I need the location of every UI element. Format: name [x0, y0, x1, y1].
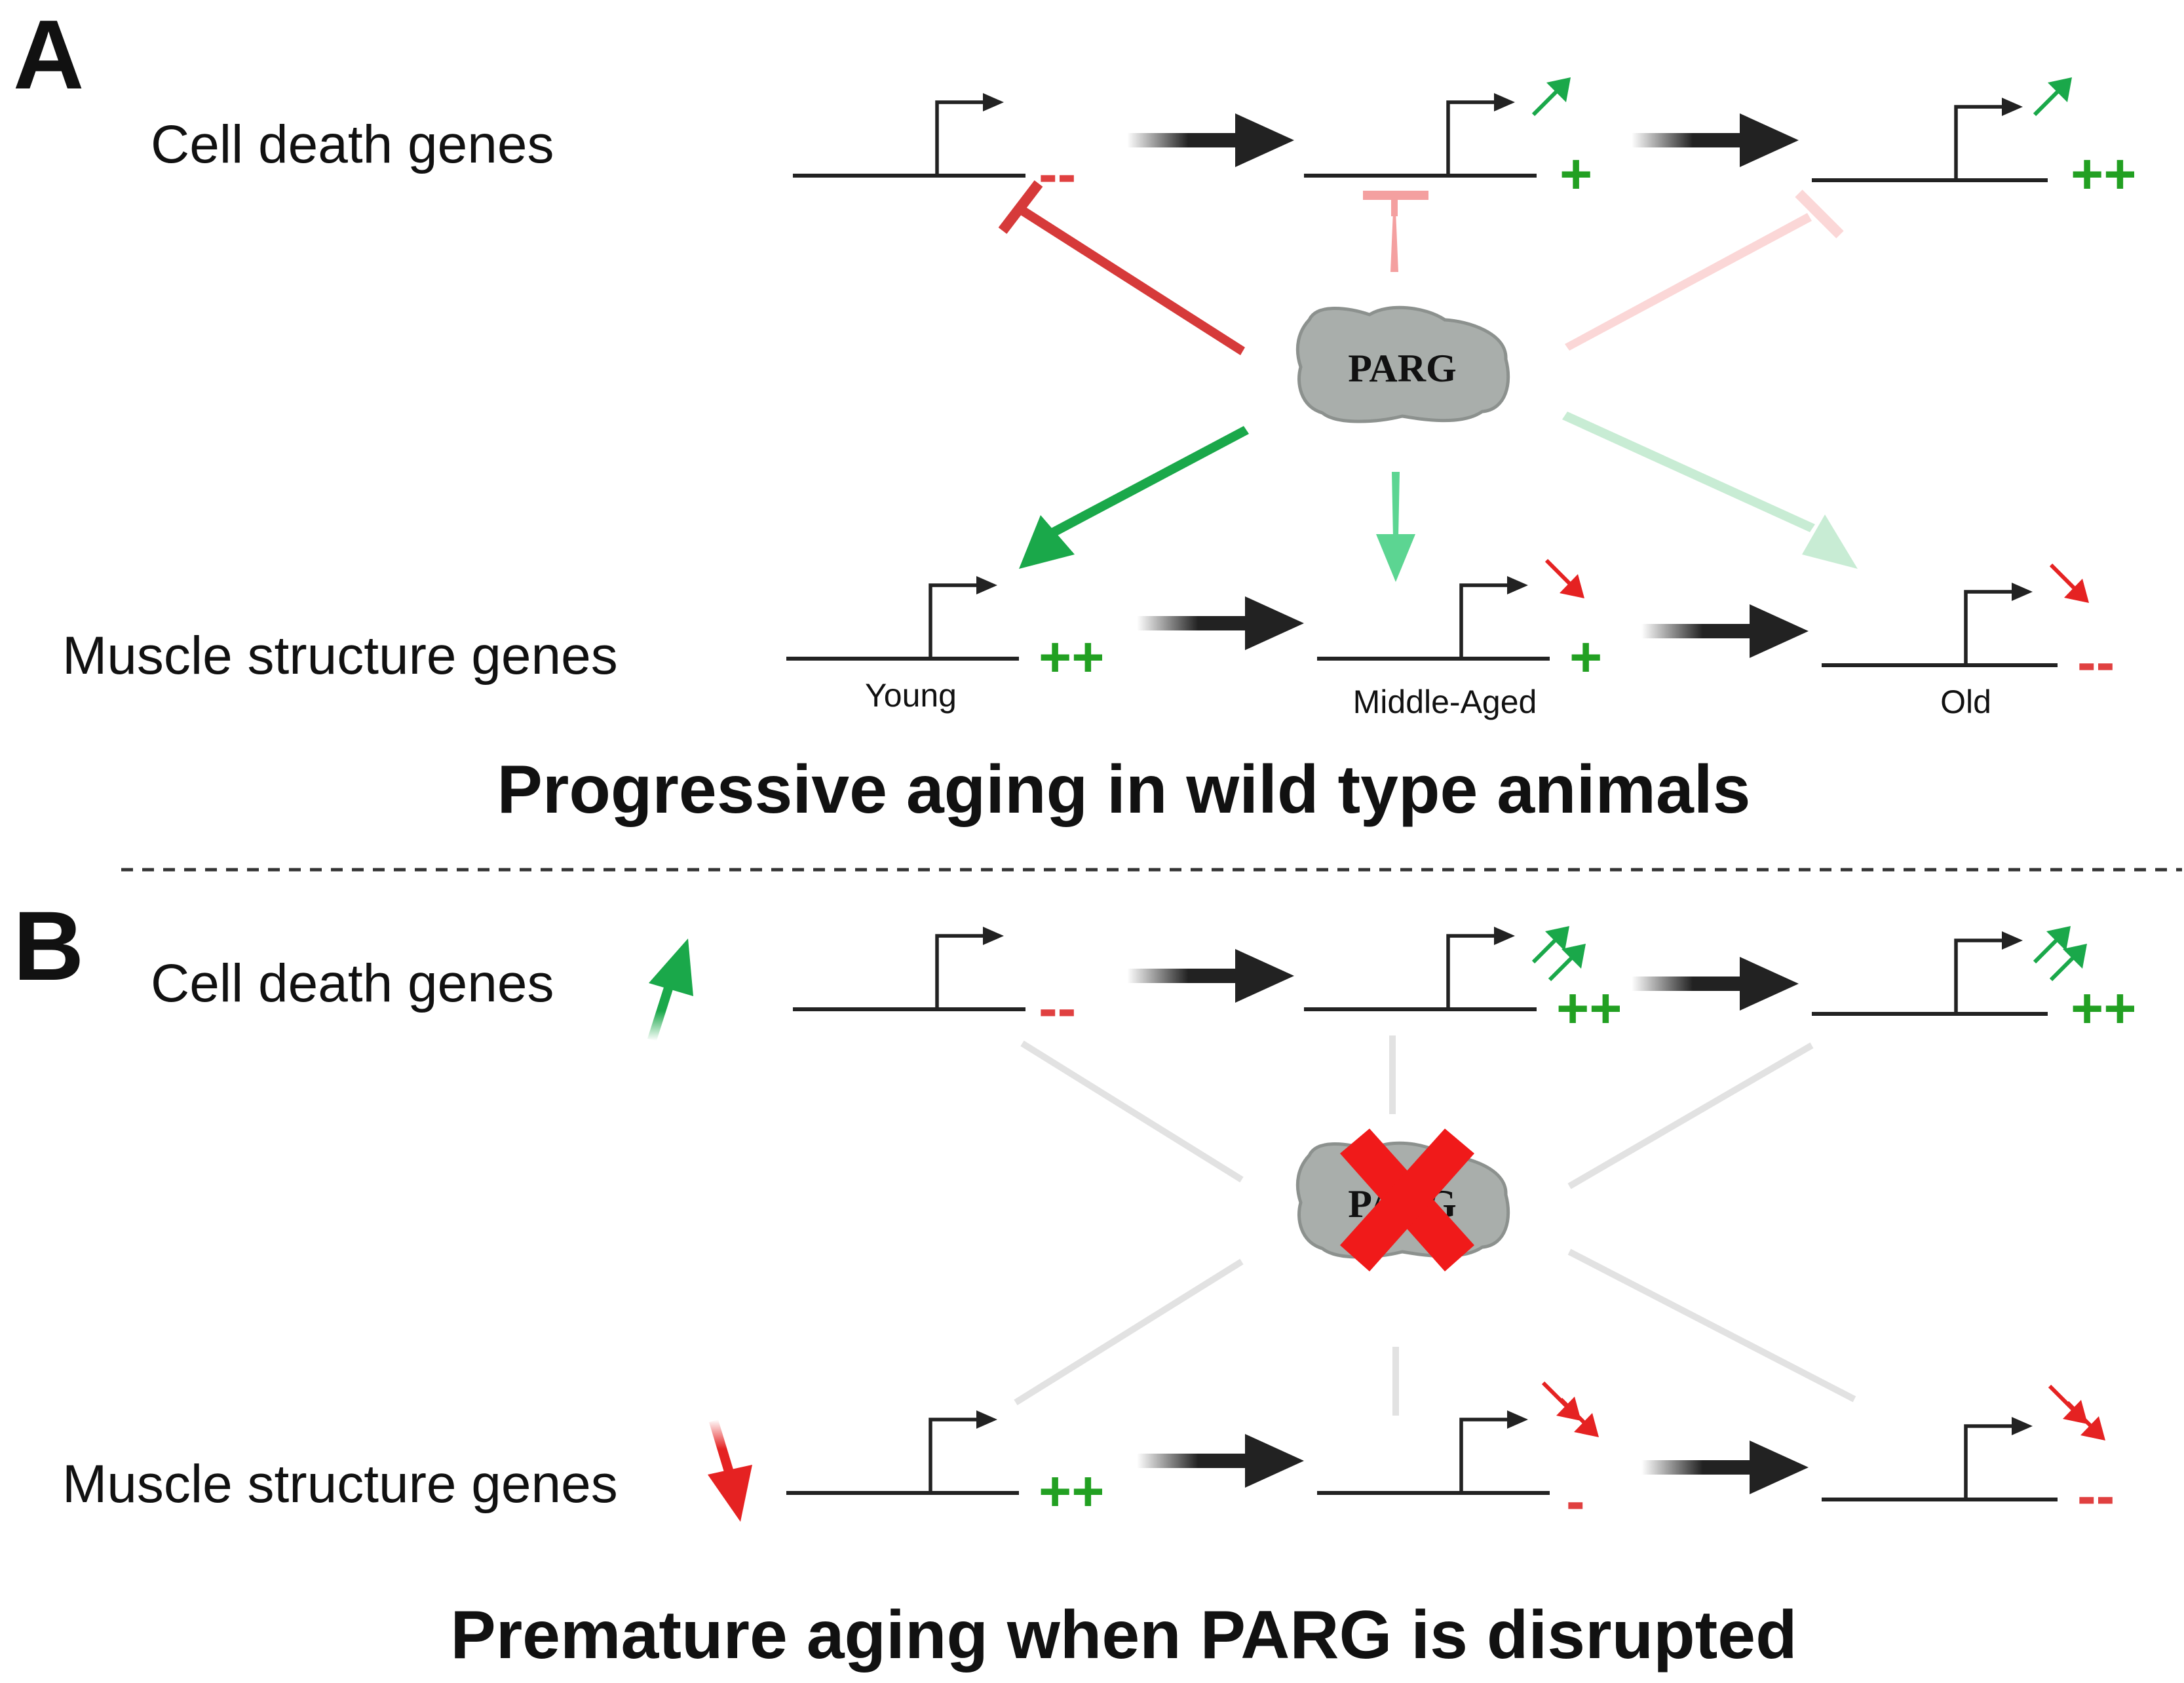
panel-a-cd-level-old: ++	[2071, 143, 2136, 206]
panel-b-ms-level-young: ++	[1039, 1460, 1104, 1523]
stage-young-label: Young	[865, 677, 957, 714]
parg-protein-a: PARG	[1295, 305, 1510, 423]
stage-arrow-icon	[1127, 113, 1294, 167]
stage-middle-label: Middle-Aged	[1353, 684, 1537, 720]
small-up-arrow-icon	[2033, 77, 2072, 117]
panel-a-cell-death-label: Cell death genes	[151, 115, 554, 174]
panel-a-cell-death-gene-middle	[1304, 93, 1537, 178]
panel-b-cell-death-gene-young	[793, 927, 1025, 1011]
panel-b-ms-level-old: --	[2077, 1465, 2115, 1528]
panel-b-cell-death-gene-middle	[1304, 927, 1537, 1011]
panel-b-cell-death-gene-old	[1812, 931, 2048, 1016]
panel-a-cd-level-middle: +	[1560, 143, 1592, 206]
panel-a-caption: Progressive aging in wild type animals	[497, 752, 1750, 828]
stage-arrow-icon	[1127, 949, 1294, 1003]
panel-b-ms-level-middle: -	[1566, 1470, 1585, 1533]
parg-protein-b: PARG	[1295, 1129, 1510, 1271]
disabled-links	[1014, 1035, 1856, 1416]
double-up-arrow-icon	[2033, 926, 2087, 982]
panel-b-muscle-gene-young	[786, 1410, 1019, 1495]
activation-middle-icon	[1376, 472, 1415, 582]
panel-a-cell-death-gene-old	[1812, 98, 2048, 182]
panel-a-cd-level-young: --	[1039, 143, 1076, 206]
panel-a-cell-death-gene-young	[793, 93, 1025, 178]
panel-b-cd-level-middle: ++	[1556, 977, 1622, 1040]
panel-a-ms-level-young: ++	[1039, 626, 1104, 689]
inhibition-middle-icon	[1363, 191, 1428, 272]
inhibition-young-icon	[998, 180, 1245, 355]
stage-arrow-icon	[1632, 957, 1799, 1011]
panel-b-muscle-gene-old	[1822, 1417, 2058, 1501]
double-down-arrow-icon	[1541, 1381, 1599, 1437]
inhibition-old-icon	[1565, 189, 1844, 351]
panel-a-muscle-gene-middle	[1317, 576, 1550, 661]
large-down-arrow-icon	[708, 1420, 752, 1522]
panel-a-letter: A	[13, 0, 84, 109]
stage-arrow-icon	[1641, 1441, 1809, 1494]
panel-a-ms-level-old: --	[2077, 631, 2115, 694]
large-up-arrow-icon	[647, 938, 693, 1041]
panel-b-cd-level-old: ++	[2071, 977, 2136, 1040]
stage-arrow-icon	[1641, 604, 1809, 658]
stage-arrow-icon	[1137, 1434, 1304, 1488]
panel-b-muscle-label: Muscle structure genes	[62, 1454, 618, 1514]
small-up-arrow-icon	[1531, 77, 1571, 117]
small-down-arrow-icon	[2049, 563, 2089, 603]
activation-old-icon	[1562, 412, 1858, 569]
panel-b-caption: Premature aging when PARG is disrupted	[450, 1597, 1797, 1673]
stage-arrow-icon	[1137, 596, 1304, 650]
panel-b-muscle-gene-middle	[1317, 1410, 1550, 1495]
activation-young-icon	[1019, 426, 1249, 569]
double-up-arrow-icon	[1531, 926, 1586, 982]
disrupted-cross-icon	[1340, 1129, 1474, 1271]
panel-a-ms-level-middle: +	[1569, 626, 1602, 689]
panel-a-muscle-gene-old	[1822, 583, 2058, 667]
panel-a-muscle-label: Muscle structure genes	[62, 626, 618, 686]
stage-arrow-icon	[1632, 113, 1799, 167]
small-down-arrow-icon	[1544, 558, 1584, 598]
panel-b-cd-level-young: --	[1039, 977, 1076, 1040]
panel-b-letter: B	[13, 891, 84, 1001]
stage-old-label: Old	[1940, 684, 1991, 720]
parg-label-a: PARG	[1348, 347, 1457, 390]
panel-a-muscle-gene-young	[786, 576, 1019, 661]
panel-b-cell-death-label: Cell death genes	[151, 954, 554, 1013]
double-down-arrow-icon	[2048, 1384, 2105, 1441]
